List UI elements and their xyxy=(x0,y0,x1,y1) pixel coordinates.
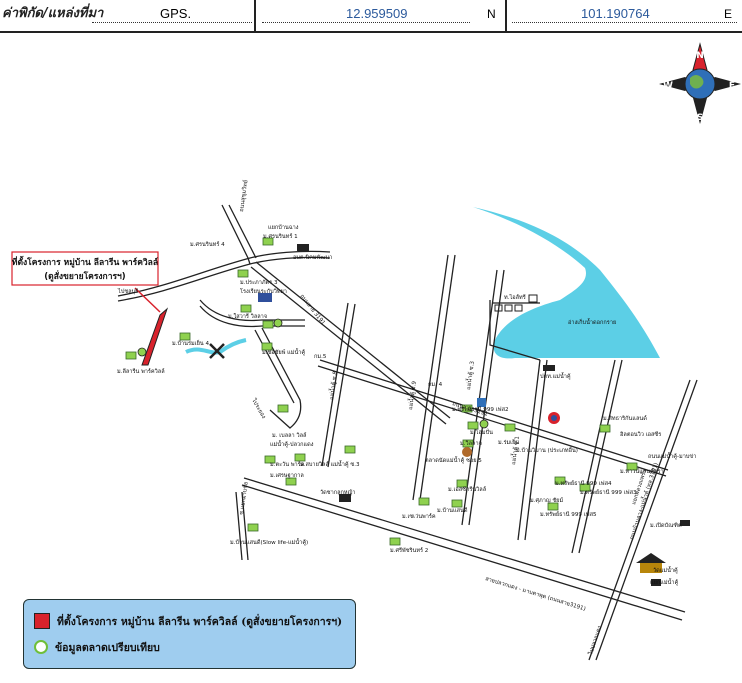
map-label: ถนนสุขุมวิทย์ xyxy=(237,179,249,212)
map-label: กม.5 xyxy=(314,354,327,360)
map-label: ม.ประภาภัตร 3 xyxy=(240,279,278,286)
dotted-line xyxy=(512,22,737,23)
reservoir-water xyxy=(473,207,660,359)
map-label: ม.ศรนรินทร์ 1 xyxy=(263,232,298,240)
map-label: ม.ตะวัน พาร์ค xyxy=(270,460,305,468)
map-label: ม.ช่อชัยพ์ แม่น้ำคู้ xyxy=(262,348,305,356)
map-label: ไปชลบุรี xyxy=(117,288,138,295)
map-label: ม.เซเว่นพาร์ค xyxy=(402,512,436,520)
map-label: ม.ทรัพย์ธานี 999 เฟส3 xyxy=(580,488,637,496)
map-label: อ่างเก็บน้ำดอกกราย xyxy=(568,318,616,326)
dotted-line xyxy=(262,22,470,23)
comparison-markers xyxy=(137,318,489,429)
longitude-direction: E xyxy=(724,7,733,21)
map-label: ม.วิลลาจ xyxy=(460,440,482,447)
coordinate-source-label: ค่าพิกัด/แหล่งที่มา xyxy=(2,6,104,21)
map-label: แม่น้ำคู้-ปลวกแดง xyxy=(270,440,314,448)
map-label: ม.เปิดบัณฑิต xyxy=(650,522,682,529)
house-icons xyxy=(125,237,638,546)
map-label: ม.ทรัพย์ธานี 999 เฟส5 xyxy=(540,510,597,518)
legend-row-project: ที่ตั้งโครงการ หมู่บ้าน ลีลารีน พาร์ควิล… xyxy=(34,612,342,630)
map-label: ไปปลวกแดง xyxy=(587,625,603,657)
east-label: E xyxy=(729,81,735,91)
west-label: W xyxy=(663,81,673,91)
legend-project-label: ที่ตั้งโครงการ หมู่บ้าน ลีลารีน พาร์ควิล… xyxy=(57,615,343,628)
map-label: ม.ร่มเย็น xyxy=(498,438,519,446)
comparison-circle-icon xyxy=(34,640,48,654)
map-label: ม.บ้านร่มเย็น 4 xyxy=(172,339,209,347)
map-label: ไประยอง xyxy=(250,397,268,420)
map-label: แม่น้ำคู้ ซ.8 xyxy=(327,370,339,400)
road-network xyxy=(117,204,698,661)
map-label: ม. เบลลา วิลล์ xyxy=(272,431,306,439)
map-label: ม.เศรษฐากาล xyxy=(270,472,304,479)
map-label: สายปลวกแดง - มาบตาพุด (ถนนสาย3191) xyxy=(484,575,586,612)
map-label: ม.เอสซีกรีนวิลล์ xyxy=(448,485,486,493)
landmark-icons xyxy=(258,244,690,586)
map-label: อบต.นิคมพัฒนา xyxy=(293,254,332,261)
project-site-marker xyxy=(141,307,169,366)
map-label: ถนนแม่น้ำคู้-มาบข่า xyxy=(648,452,696,460)
map-label: ซ.แยกมาบชัย xyxy=(238,481,250,515)
map-label: ปตท.แม่น้ำคู้ xyxy=(540,372,571,380)
map-label: วัดแม่น้ำคู้ xyxy=(653,566,678,574)
river xyxy=(185,338,247,355)
map-label: แยกแม่น้ำคู้ xyxy=(650,578,679,586)
project-swatch-icon xyxy=(34,613,50,629)
map-label: วัดชากลูกหญ้า xyxy=(320,489,356,496)
map-label: ม.ศุภาญ ชัยม์ xyxy=(530,496,563,504)
map-label: ม.บ้านวิมาน (ประเภทอื่น) xyxy=(516,446,578,454)
map-label: โรงเรียนระกับวิทยา xyxy=(240,287,287,295)
map-label: ม.ทรัพย์ธานี 999 เฟส2 xyxy=(452,405,509,413)
longitude-value: 101.190764 xyxy=(581,6,650,21)
map-label: ม.ศรนรินทร์ 4 xyxy=(190,240,225,248)
divider xyxy=(254,0,256,33)
project-callout-box xyxy=(11,251,159,286)
latitude-direction: N xyxy=(487,7,496,21)
map-label: ถนนสาย 3191 xyxy=(298,293,326,327)
map-label: ม.สบายวิลล์ แม่น้ำคู้ ซ.3 xyxy=(300,460,360,468)
map-label: ม.บ้านแสนดี xyxy=(437,507,468,514)
map-label: แม่น้ำคู้ ซ.3 xyxy=(464,360,476,390)
map-label: ม.ใสวารี วิลลาจ xyxy=(228,313,267,320)
map-legend: ที่ตั้งโครงการ หมู่บ้าน ลีลารีน พาร์ควิล… xyxy=(23,599,356,669)
map-label: แยกบ้านฉาง xyxy=(268,224,299,231)
map-label: ฮิลตอนวิว เอสซีร xyxy=(619,431,661,438)
south-label: S xyxy=(697,113,703,123)
reservoir-buildings xyxy=(494,294,538,312)
map-label: ม.ลีลารีน พาร์ควิลล์ xyxy=(117,367,165,375)
map-label: ม.ทรัพย์ธานี 999 เฟส4 xyxy=(555,479,612,487)
compass-rose: N S W E xyxy=(659,42,741,124)
map-label: ม.บ้านแสนดี(Slow life-แม่น้ำคู้) xyxy=(230,538,308,546)
map-label: ท.ไอส์ทรี xyxy=(504,293,526,301)
coordinates-header: ค่าพิกัด/แหล่งที่มา GPS. 12.959509 N 101… xyxy=(0,0,742,33)
map-label: กม. 4 xyxy=(428,382,443,388)
source-value: GPS. xyxy=(160,6,192,21)
callout-line-1: ที่ตั้งโครงการ หมู่บ้าน ลีลารีน พาร์ควิล… xyxy=(12,255,158,268)
map-label: ม.สิทธาริกันแลนด์ xyxy=(603,414,647,422)
legend-row-comparison: ข้อมูลตลาดเปรียบเทียบ xyxy=(34,638,160,656)
map-label: ม.โฮมปั่น xyxy=(470,428,493,436)
junction-marker xyxy=(209,343,225,359)
north-label: N xyxy=(696,51,704,61)
divider xyxy=(505,0,507,33)
legend-comparison-label: ข้อมูลตลาดเปรียบเทียบ xyxy=(55,641,160,654)
map-label: ตลาดนัดแม่น้ำคู้ ซอย 5 xyxy=(425,456,482,464)
dotted-line xyxy=(92,22,252,23)
callout-line-2: (ดูสั่งขยายโครงการฯ) xyxy=(44,269,126,282)
map-label: ม.ทาวน์แลนด์ครา xyxy=(620,467,664,475)
map-label: ม.ศรีพัชรินทร์ 2 xyxy=(390,546,428,554)
latitude-value: 12.959509 xyxy=(346,6,408,21)
